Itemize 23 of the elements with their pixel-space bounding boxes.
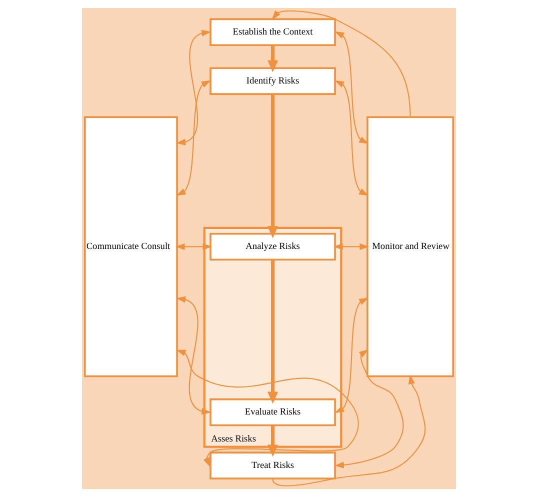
arrow (334, 80, 368, 196)
arrow (334, 31, 368, 144)
arrow (176, 80, 210, 196)
arrow (174, 243, 212, 250)
arrow (334, 298, 368, 413)
arrow (176, 296, 211, 415)
node-box: Establish the Context (209, 18, 336, 46)
node-box: Analyze Risks (209, 232, 336, 261)
arrow (267, 260, 278, 404)
arrow (271, 10, 410, 118)
arrow (332, 243, 369, 250)
node-box: Monitor and Review (366, 116, 454, 378)
node-box: Identify Risks (209, 67, 336, 95)
node-box: Treat Risks (209, 452, 336, 480)
node-box: Communicate Consult (83, 116, 178, 378)
arrow (272, 374, 426, 486)
arrow (176, 30, 211, 146)
arrow (267, 94, 278, 238)
arrow (334, 349, 404, 468)
arrow (176, 350, 358, 468)
arrow (267, 425, 278, 457)
node-box: Evaluate Risks (209, 398, 336, 426)
arrow (267, 45, 278, 72)
